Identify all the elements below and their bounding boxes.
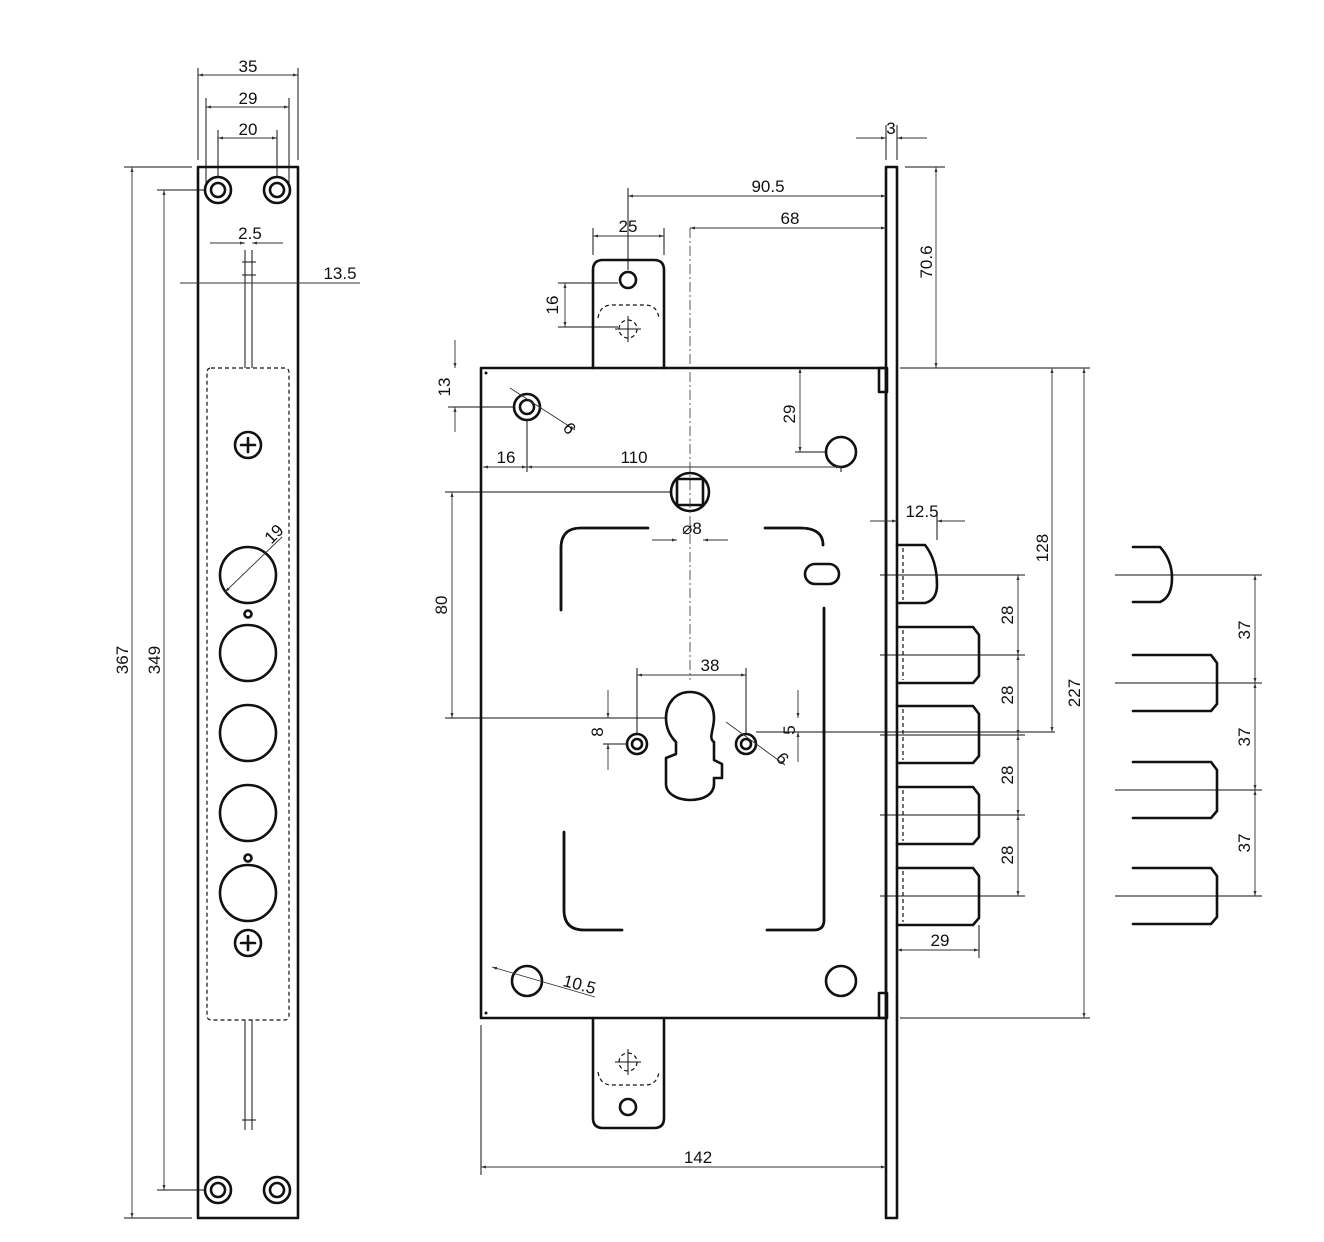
bolt-hole — [218, 783, 278, 843]
dim-bolt-pitch: 28 — [998, 606, 1017, 625]
dim-corner-offset-v: 13 — [435, 378, 454, 397]
dim-face-hole-span: 29 — [239, 89, 258, 108]
guide-slot — [559, 526, 650, 612]
dim-bolt-spacing: 37 — [1235, 834, 1254, 853]
latch-bolt — [1131, 545, 1174, 604]
dim-spindle-to-cylinder: 80 — [432, 596, 451, 615]
faceplate-view: 35 29 20 2.5 13.5 367 349 19 — [113, 57, 360, 1220]
guide-slot — [562, 830, 624, 932]
dim-plate-thickness: 3 — [886, 119, 895, 138]
dim-top-rod-height: 70.6 — [917, 245, 936, 278]
dim-face-inner: 20 — [239, 120, 258, 139]
case-fixing-hole — [510, 964, 544, 998]
cross-screw-icon — [233, 430, 263, 460]
dim-spindle: ⌀8 — [682, 519, 702, 538]
faceplate-screw-hole — [262, 175, 292, 205]
dim-face-width: 35 — [239, 57, 258, 76]
case-fixing-hole — [512, 392, 542, 422]
dim-bolt-throw: 29 — [931, 931, 950, 950]
lock-case-view: 3 90.5 68 25 16 70.6 13 6 16 110 29 — [432, 119, 1090, 1220]
faceplate-case-outline — [206, 367, 290, 1021]
dim-corner-offset-h: 16 — [497, 448, 516, 467]
dim-bolt-pitch: 28 — [998, 766, 1017, 785]
dim-backset: 68 — [781, 209, 800, 228]
dim-case-height: 227 — [1065, 679, 1084, 707]
bolt-hole — [218, 545, 278, 605]
dead-bolt — [895, 866, 981, 927]
bolt-hole — [218, 703, 278, 763]
dim-backset-total: 90.5 — [751, 177, 784, 196]
dim-rod-hole: 16 — [543, 296, 562, 315]
latch-bolt — [895, 543, 939, 605]
dim-cylinder-fix-v: 8 — [588, 727, 607, 736]
dim-cylinder-fixing-span: 38 — [701, 656, 720, 675]
dim-bolt-spacing: 37 — [1235, 728, 1254, 747]
cross-screw-icon — [233, 928, 263, 958]
bolt-hole — [218, 623, 278, 683]
dim-fixing-offset-v: 29 — [780, 405, 799, 424]
bolt-variant-view: 37 37 37 — [1115, 545, 1262, 926]
dim-lower-hole-dia: 10.5 — [561, 971, 598, 998]
dim-fixing-span: 110 — [620, 448, 647, 467]
dim-cylinder-fix-dia: 6 — [772, 749, 793, 768]
dim-bolt-spacing: 37 — [1235, 621, 1254, 640]
faceplate-screw-hole — [203, 175, 233, 205]
dim-bolt-pitch: 28 — [998, 846, 1017, 865]
dim-rod-width: 25 — [619, 217, 638, 236]
lock-case-outline — [479, 366, 888, 1020]
bolt-hole — [218, 863, 278, 923]
faceplate-edge — [884, 165, 899, 1220]
dim-latch-to-bolt: 128 — [1033, 534, 1052, 562]
dim-latch-offset: 12.5 — [905, 502, 938, 521]
dim-cylinder-offset: 5 — [780, 725, 799, 734]
dim-bolt-diameter: 19 — [261, 521, 288, 548]
case-fixing-hole — [824, 435, 858, 469]
top-rod — [591, 258, 666, 370]
dead-bolt — [895, 785, 981, 846]
cylinder-keyhole — [664, 690, 724, 802]
faceplate-screw-hole — [262, 1175, 292, 1205]
dim-case-width: 142 — [684, 1148, 712, 1167]
dim-face-hole-pitch: 349 — [145, 646, 164, 674]
dim-face-slot: 2.5 — [238, 224, 262, 243]
faceplate-screw-hole — [203, 1175, 233, 1205]
faceplate-outline — [196, 165, 300, 1220]
guide-slot — [803, 562, 841, 586]
cylinder-fixing-hole — [625, 732, 649, 756]
guide-slot — [765, 606, 826, 932]
dim-face-offset: 13.5 — [323, 264, 356, 283]
dim-face-length: 367 — [113, 646, 132, 674]
dim-bolt-pitch: 28 — [998, 686, 1017, 705]
case-fixing-hole — [824, 964, 858, 998]
bottom-rod — [591, 1016, 666, 1130]
